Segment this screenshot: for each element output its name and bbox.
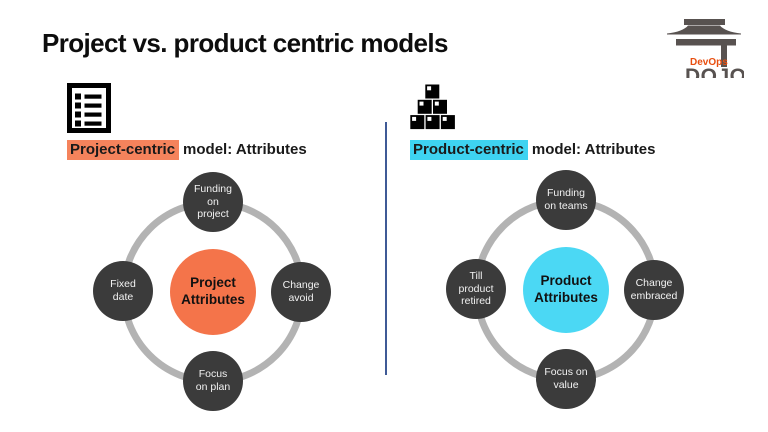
checklist-icon (67, 83, 111, 133)
attribute-node: Change avoid (271, 262, 331, 322)
attribute-node: Fixed date (93, 261, 153, 321)
attribute-node: Change embraced (624, 260, 684, 320)
torii-gate-icon: DevOps DOJO (667, 19, 746, 88)
logo-devops-text: DevOps (690, 57, 728, 68)
attribute-node: Till product retired (446, 259, 506, 319)
devops-dojo-logo: DevOps DOJO (658, 8, 746, 88)
page-title: Project vs. product centric models (42, 28, 448, 58)
section-label-product-rest: model: Attributes (531, 141, 656, 158)
highlight-product-centric: Product-centric (410, 140, 528, 160)
section-label-project-rest: model: Attributes (183, 141, 307, 158)
blocks-icon (410, 84, 456, 130)
divider-line (385, 122, 387, 375)
attribute-node: Funding on project (183, 172, 243, 232)
logo-dojo-text: DOJO (685, 65, 744, 78)
project-diagram: Funding on project Fixed date Change avo… (93, 172, 333, 412)
highlight-project-centric: Project-centric (67, 140, 180, 160)
attribute-node: Focus on value (536, 349, 596, 409)
product-diagram: Funding on teams Till product retired Ch… (446, 170, 686, 410)
attribute-node: Focus on plan (183, 351, 243, 411)
attribute-node: Funding on teams (536, 170, 596, 230)
center-circle-product: Product Attributes (523, 247, 609, 333)
center-circle-project: Project Attributes (170, 249, 256, 335)
